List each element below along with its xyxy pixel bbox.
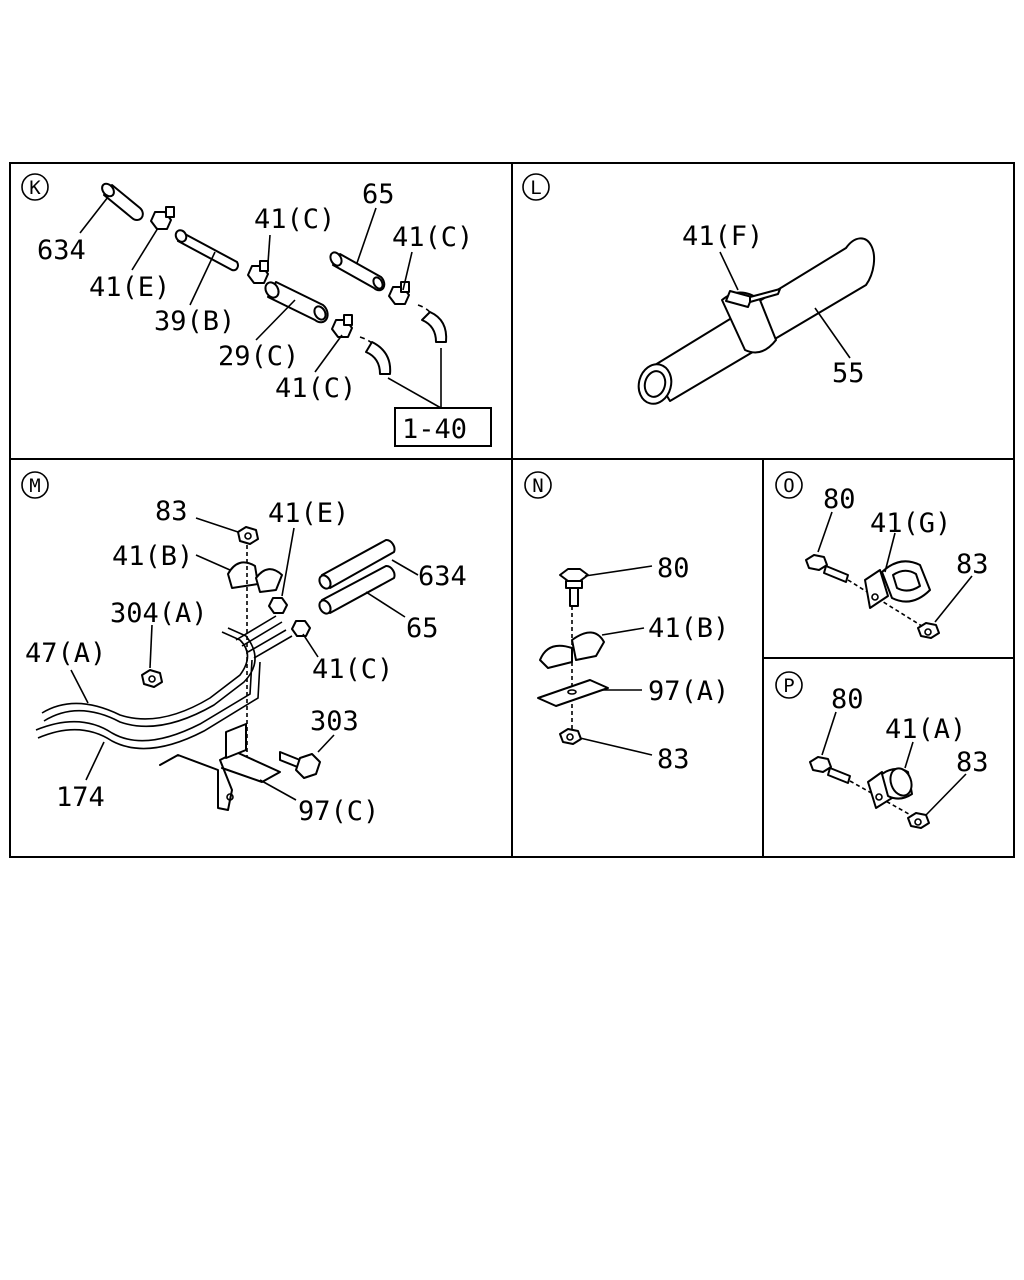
nut-304a [141,669,163,688]
reference-box-1-40: 1-40 [387,348,492,447]
label-41e: 41(E) [268,498,349,529]
panel-m-badge-text: M [29,475,40,497]
panel-badge-l: L [522,173,550,201]
panel-m-leaders [70,517,419,801]
label-55: 55 [832,358,865,389]
panel-k-badge-text: K [29,177,41,199]
label-80: 80 [657,553,690,584]
panel-frames [9,162,1015,858]
clamp-41c-left [247,260,269,284]
label-41c-right: 41(C) [392,222,473,253]
panel-k-leaders [79,196,413,373]
hose-634 [318,539,396,590]
label-41e: 41(E) [89,272,170,303]
panel-o-badge-text: O [783,475,794,497]
label-80: 80 [823,484,856,515]
label-303: 303 [310,706,359,737]
label-41b: 41(B) [648,613,729,644]
panel-n: N 80 41(B) 97(A) 83 [524,471,729,775]
panel-n-badge-text: N [532,475,543,497]
panel-l: L 41(F) 55 [522,173,876,405]
nut-83 [917,622,940,639]
label-41c-bottom: 41(C) [275,373,356,404]
label-97c: 97(C) [298,796,379,827]
clamp-41g [864,560,931,609]
label-41c: 41(C) [312,654,393,685]
hose-29c [264,281,329,324]
clamp-41b [539,631,605,669]
clamp-41e [268,597,288,614]
hose-634 [101,182,144,221]
label-83: 83 [155,496,188,527]
label-65: 65 [362,179,395,210]
panel-l-badge-text: L [530,177,541,199]
panel-p-leaders [821,711,967,816]
clamp-41a [867,767,913,809]
label-41b: 41(B) [112,541,193,572]
plate-97a [537,679,609,707]
label-47a: 47(A) [25,638,106,669]
clamp-41e [150,206,175,230]
panel-badge-m: M [21,471,49,499]
pipe-elbow-right [417,304,448,343]
bolt-303 [279,751,321,779]
label-41a: 41(A) [885,714,966,745]
panel-k: K [21,173,492,447]
pipe-39b [174,229,239,272]
bolt-80 [559,568,589,607]
label-83: 83 [657,744,690,775]
pipe-elbow-left [359,336,392,375]
panel-o-leaders [817,511,973,623]
clamp-41f [721,288,781,354]
bracket-97c [159,723,281,811]
panel-badge-k: K [21,173,49,201]
label-634: 634 [418,561,467,592]
label-41f: 41(F) [682,221,763,252]
label-83: 83 [956,549,989,580]
nut-83 [907,812,930,829]
nut-83 [237,526,259,545]
label-41g: 41(G) [870,508,951,539]
pipe-47a [41,627,256,728]
panel-p: P 80 41(A) 83 [775,671,989,829]
hose-65 [318,565,396,615]
label-41c-top: 41(C) [254,204,335,235]
bolt-80 [805,554,849,583]
panel-badge-n: N [524,471,552,499]
label-29c: 29(C) [218,341,299,372]
panel-m: M [21,471,467,827]
label-65: 65 [406,613,439,644]
clamp-41c-lower [331,314,353,338]
pipe-174 [35,659,261,750]
panel-p-badge-text: P [783,675,794,697]
clamp-41c-right [388,281,410,305]
label-80: 80 [831,684,864,715]
label-83: 83 [956,747,989,778]
hose-65 [329,251,386,292]
bolt-80 [809,756,851,784]
clamp-41b [227,561,283,593]
label-634: 634 [37,235,86,266]
label-97a: 97(A) [648,676,729,707]
label-304a: 304(A) [110,598,208,629]
clamp-41c [291,620,311,637]
panel-badge-o: O [775,471,803,499]
panel-n-leaders [579,565,653,756]
panel-badge-p: P [775,671,803,699]
nut-83 [559,728,582,745]
label-174: 174 [56,782,105,813]
panel-o: O 80 41(G) 83 [775,471,989,639]
ref-1-40-label: 1-40 [402,414,467,445]
label-39b: 39(B) [154,306,235,337]
